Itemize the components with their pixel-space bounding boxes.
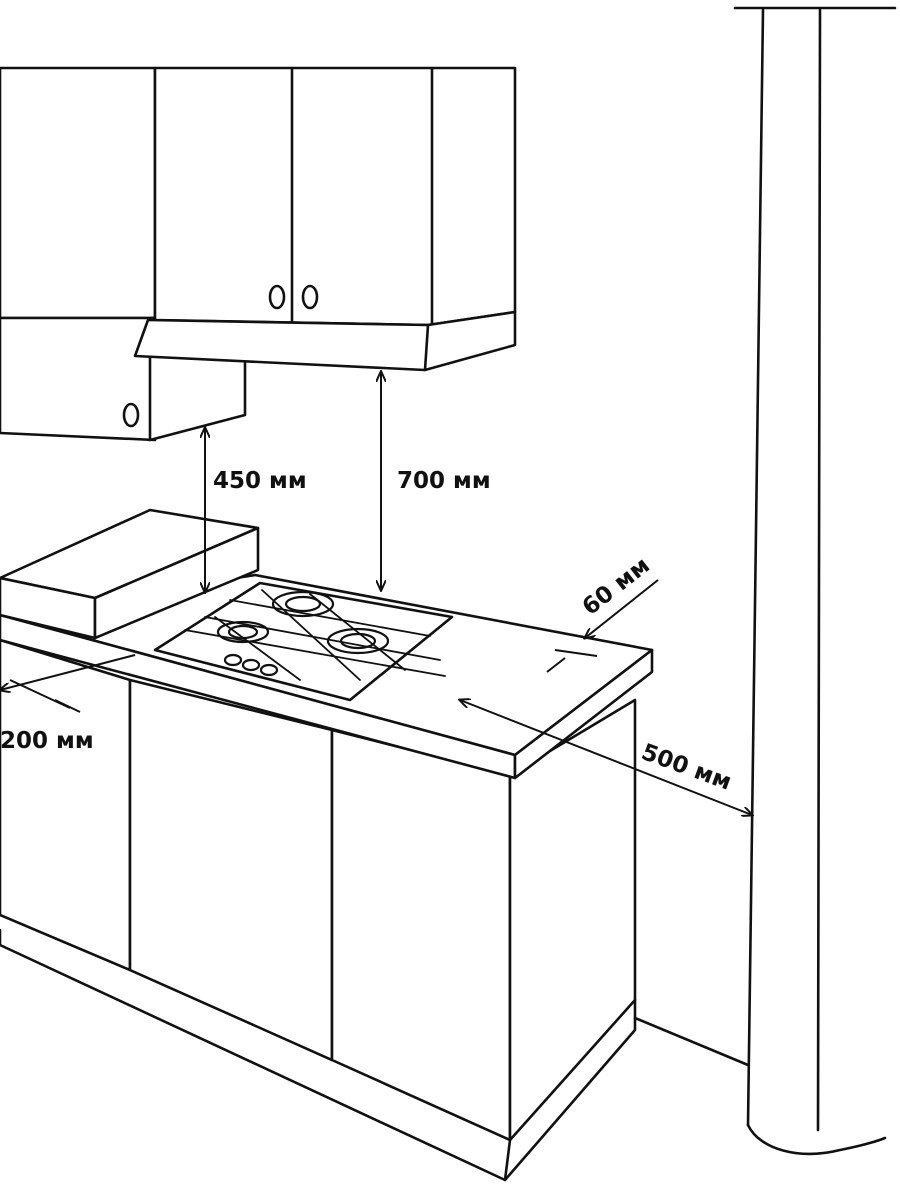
gas-hob — [153, 581, 454, 702]
burner-icon — [271, 590, 335, 618]
control-knob-icon — [259, 663, 279, 677]
side-worktop-block — [0, 508, 260, 640]
wall-column — [733, 6, 897, 1156]
label-500: 500 мм — [638, 739, 735, 795]
burner-icon — [216, 620, 270, 644]
dimension-200: 200 мм — [0, 654, 136, 754]
hood-cabinet — [133, 66, 517, 372]
door-knob-icon — [301, 284, 319, 310]
cabinet-knob-icon — [122, 402, 140, 428]
label-700: 700 мм — [397, 468, 491, 494]
label-60: 60 мм — [578, 552, 655, 620]
door-knob-icon — [268, 284, 286, 310]
burner-icon — [326, 627, 390, 655]
control-knob-icon — [223, 653, 243, 667]
label-200: 200 мм — [0, 728, 94, 754]
control-knob-icon — [241, 658, 261, 672]
dimension-450: 450 мм — [205, 428, 307, 592]
label-450: 450 мм — [213, 468, 307, 494]
dimension-700: 700 мм — [381, 372, 491, 590]
